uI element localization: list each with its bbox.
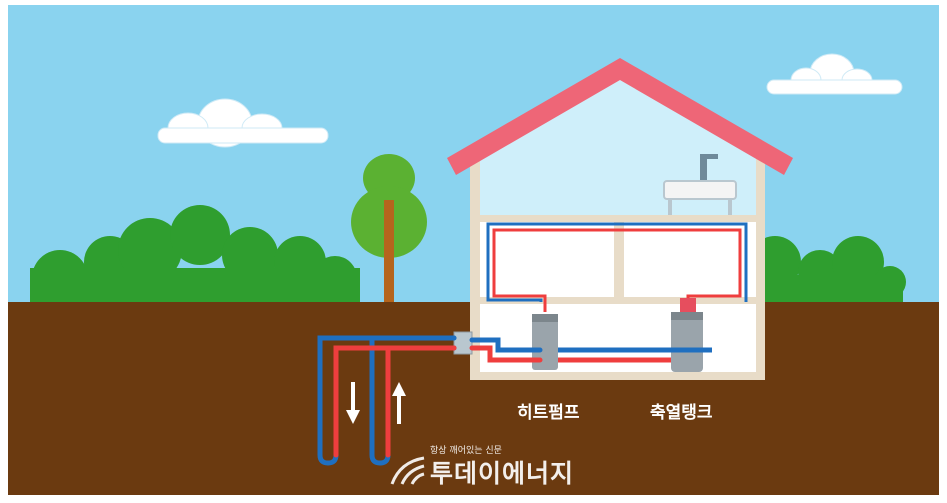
room-left (480, 222, 614, 297)
ground-loop-pipes (317, 335, 543, 466)
sink-icon (663, 154, 737, 215)
heat-pump-label: 히트펌프 (517, 403, 580, 423)
arrow-up-icon (392, 382, 406, 424)
storage-tank-label: 축열탱크 (650, 403, 713, 423)
watermark-slogan: 항상 깨어있는 신문 (430, 446, 502, 456)
logo-icon (390, 456, 425, 485)
tank-pipes (558, 347, 712, 363)
storage-tank (671, 298, 703, 372)
watermark-name: 투데이에너지 (430, 459, 575, 488)
manifold-box (453, 331, 473, 355)
room-right (624, 222, 756, 297)
bushes-left (30, 205, 360, 308)
floor-heating-pipes (486, 222, 748, 312)
tree-icon (351, 154, 427, 304)
cloud-icon (157, 98, 329, 148)
arrow-down-icon (346, 382, 360, 424)
cloud-icon (766, 53, 903, 95)
heat-pump (532, 314, 558, 370)
